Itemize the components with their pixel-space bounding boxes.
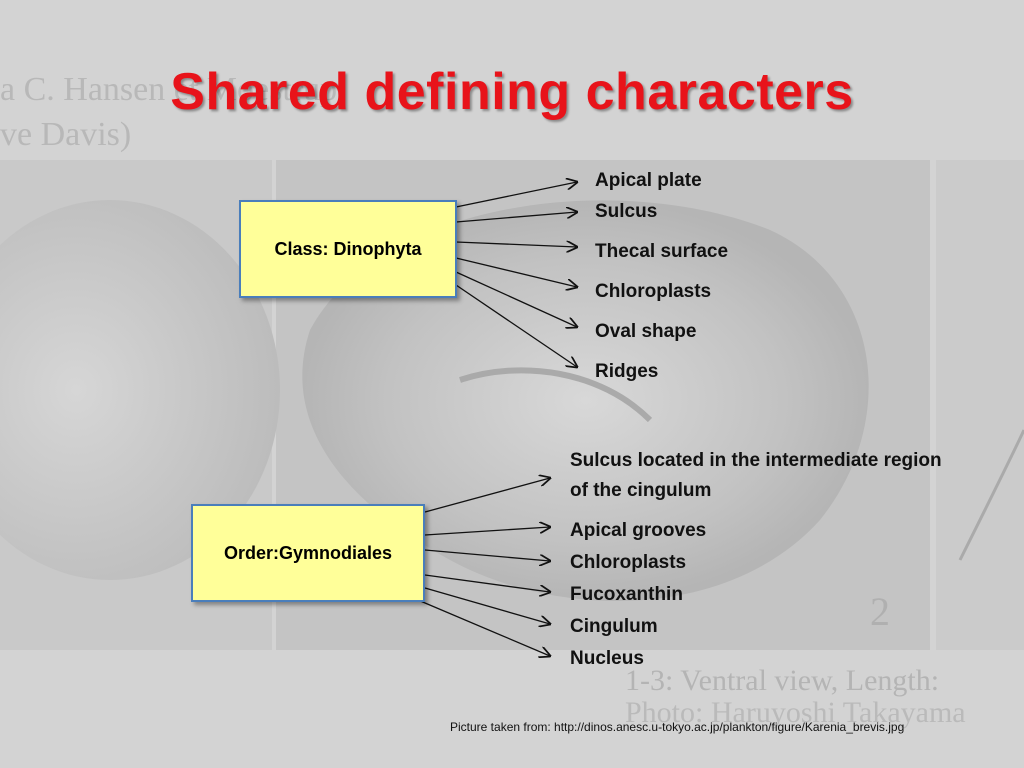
order-box-label: Order:Gymnodiales: [223, 542, 393, 563]
svg-text:ve Davis): ve Davis): [0, 116, 131, 153]
class-item-sulcus: Sulcus: [595, 201, 658, 222]
arrow-apical-grooves: [424, 527, 550, 536]
arrow-fucoxanthin: [424, 574, 550, 592]
slide-title: Shared defining characters: [170, 63, 854, 121]
class-item-oval-shape: Oval shape: [595, 321, 697, 342]
class-dinophyta-box: Class: Dinophyta: [239, 200, 457, 298]
arrow-ridges: [455, 284, 577, 367]
class-item-thecal-surface: Thecal surface: [595, 241, 729, 262]
arrow-order-chloroplasts: [424, 549, 550, 561]
class-item-apical-plate: Apical plate: [595, 170, 702, 191]
order-item-fucoxanthin: Fucoxanthin: [570, 584, 683, 605]
arrow-chloroplasts: [455, 257, 577, 287]
order-item-chloroplasts: Chloroplasts: [570, 552, 687, 573]
svg-text:a C. Hansen et Moestrup: a C. Hansen et Moestrup: [0, 71, 337, 108]
arrow-nucleus: [417, 599, 550, 656]
order-item-cingulum: Cingulum: [570, 616, 658, 637]
arrow-thecal-surface: [455, 242, 577, 247]
order-gymnodiales-box: Order:Gymnodiales: [191, 504, 425, 602]
class-item-ridges: Ridges: [595, 361, 659, 382]
arrow-sulcus-located: [424, 478, 550, 513]
arrow-cingulum: [424, 587, 550, 624]
arrow-sulcus: [455, 212, 577, 223]
order-item-sulcus-located: Sulcus located in the intermediate regio…: [570, 450, 942, 501]
order-item-nucleus: Nucleus: [570, 648, 644, 669]
svg-text:1-3: Ventral view, Length:: 1-3: Ventral view, Length:: [625, 664, 939, 697]
class-box-label: Class: Dinophyta: [274, 238, 422, 259]
arrow-apical-plate: [455, 182, 577, 208]
arrow-oval-shape: [455, 271, 577, 327]
class-item-chloroplasts: Chloroplasts: [595, 281, 712, 302]
order-item-apical-grooves: Apical grooves: [570, 520, 707, 541]
svg-text:Photo: Haruyoshi Takayama: Photo: Haruyoshi Takayama: [625, 696, 966, 729]
picture-credit: Picture taken from: http://dinos.anesc.u…: [450, 720, 905, 734]
svg-text:2: 2: [870, 589, 890, 634]
